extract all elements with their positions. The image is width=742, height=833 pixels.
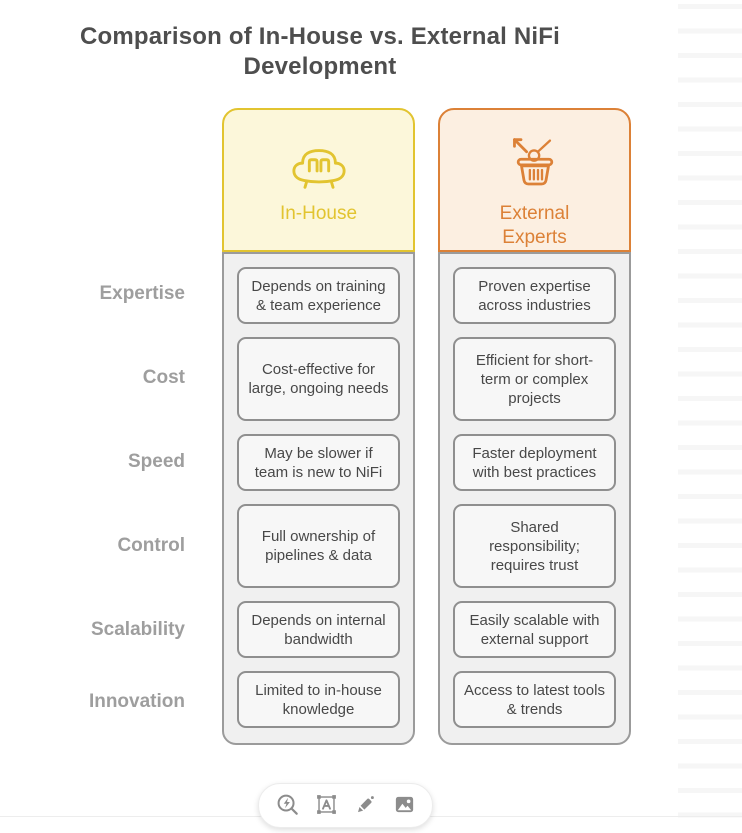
column-external: External Experts Proven expertise across…: [438, 108, 631, 745]
cell-external-speed[interactable]: Faster deployment with best practices: [453, 434, 616, 491]
basket-launch-icon: [507, 130, 563, 190]
floating-toolbar: [258, 783, 433, 828]
inhouse-label: In-House: [279, 203, 358, 224]
inhouse-body: Depends on training & team experience Co…: [222, 252, 415, 745]
row-label-innovation[interactable]: Innovation: [88, 691, 185, 712]
couch-icon: [290, 130, 348, 190]
text-tool-icon: [315, 793, 338, 819]
ai-lens-button[interactable]: [271, 790, 303, 822]
row-label-expertise[interactable]: Expertise: [99, 283, 185, 304]
cell-external-expertise[interactable]: Proven expertise across industries: [453, 267, 616, 324]
background-ruled-lines: [678, 0, 742, 833]
row-label-control[interactable]: Control: [117, 535, 185, 556]
image-tool-icon: [393, 793, 416, 819]
cell-inhouse-expertise[interactable]: Depends on training & team experience: [237, 267, 400, 324]
diagram-title[interactable]: Comparison of In-House vs. External NiFi…: [79, 23, 561, 80]
cell-inhouse-cost[interactable]: Cost-effective for large, ongoing needs: [237, 337, 400, 421]
external-label: External Experts: [499, 203, 570, 248]
marker-tool-button[interactable]: [349, 790, 381, 822]
external-body: Proven expertise across industries Effic…: [438, 252, 631, 745]
column-inhouse: In-House Depends on training & team expe…: [222, 108, 415, 745]
row-label-speed[interactable]: Speed: [127, 451, 185, 472]
cell-inhouse-speed[interactable]: May be slower if team is new to NiFi: [237, 434, 400, 491]
cell-inhouse-innovation[interactable]: Limited to in-house knowledge: [237, 671, 400, 728]
row-label-cost[interactable]: Cost: [142, 367, 185, 388]
external-header[interactable]: External Experts: [438, 108, 631, 252]
cell-external-cost[interactable]: Efficient for short-term or complex proj…: [453, 337, 616, 421]
marker-tool-icon: [354, 793, 377, 819]
inhouse-header[interactable]: In-House: [222, 108, 415, 252]
cell-external-scalability[interactable]: Easily scalable with external support: [453, 601, 616, 658]
cell-external-innovation[interactable]: Access to latest tools & trends: [453, 671, 616, 728]
cell-inhouse-scalability[interactable]: Depends on internal bandwidth: [237, 601, 400, 658]
text-tool-button[interactable]: [310, 790, 342, 822]
cell-inhouse-control[interactable]: Full ownership of pipelines & data: [237, 504, 400, 588]
row-label-scalability[interactable]: Scalability: [91, 619, 185, 640]
cell-external-control[interactable]: Shared responsibility; requires trust: [453, 504, 616, 588]
ai-lens-icon: [276, 793, 299, 819]
image-tool-button[interactable]: [388, 790, 420, 822]
